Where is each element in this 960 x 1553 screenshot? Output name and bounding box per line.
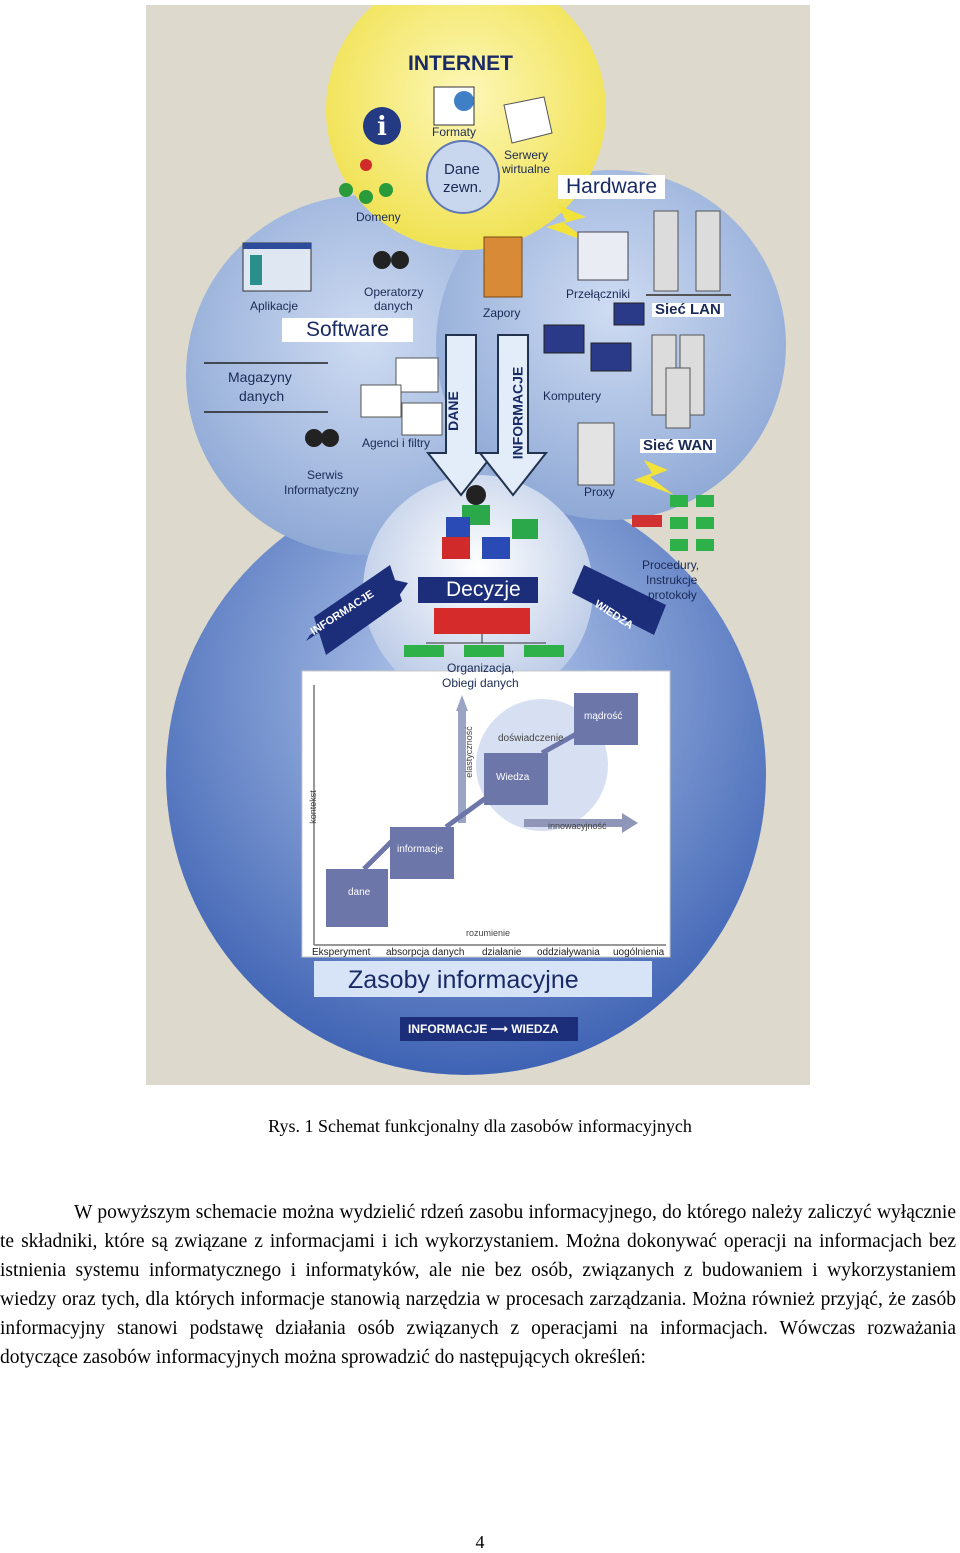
diagram-graphics: i [166,5,786,1075]
domeny-label: Domeny [356,210,401,224]
axis-label-absorpcja: absorpcja danych [386,947,465,958]
procedury-label-1: Procedury, [642,558,700,572]
org-chart-icon [434,608,530,634]
agenci-label: Agenci i filtry [362,436,431,450]
dane-zewn-label-1: Dane [444,161,480,178]
procedures-icon [632,515,662,527]
informacje-arrow-label: INFORMACJE [509,366,526,460]
organizacja-label-1: Organizacja, [447,661,515,675]
page-number: 4 [475,1532,485,1552]
domain-icon [360,159,372,171]
agent-doc-icon [395,357,439,393]
bottom-banner-label: INFORMACJE ⟶ WIEDZA [408,1022,559,1036]
serwery-label-1: Serwery [504,148,549,162]
newspaper-icon [503,96,553,144]
dane-box-label: dane [348,887,371,898]
svg-text:i: i [377,112,387,142]
paragraph-text: W powyższym schemacie można wydzielić rd… [0,1202,956,1368]
zapory-label: Zapory [483,306,521,320]
functional-diagram: i [146,5,810,1085]
siec-lan-label: Sieć LAN [652,302,724,317]
proxy-label: Proxy [584,485,615,499]
decyzje-label: Decyzje [446,578,521,601]
server-icon [653,210,679,292]
hardware-label: Hardware [558,175,666,199]
figure-caption: Rys. 1 Schemat funkcjonalny dla zasobów … [268,1116,692,1136]
innowacyjnosc-label: innowacyjność [548,821,607,831]
madrosc-box [574,693,638,745]
operatorzy-label-1: Operatorzy [364,285,424,299]
zasoby-banner [314,961,652,997]
body-paragraph: W powyższym schemacie można wydzielić rd… [0,1198,956,1372]
decision-people-icon [466,485,486,505]
axis-label-dzialanie: działanie [482,947,522,958]
decyzje-banner [418,577,538,603]
aplikacje-label: Aplikacje [250,299,299,313]
procedury-label-3: protokoły [648,588,697,602]
proxy-icon [577,422,615,486]
rozumienie-label: rozumienie [466,928,511,938]
axis-label-uogolnienia: uogólnienia [613,947,665,958]
service-people-icon [305,429,323,447]
zasoby-label: Zasoby informacyjne [348,966,579,994]
magazyny-label-1: Magazyny [228,369,292,385]
formaty-label: Formaty [432,125,477,139]
dane-box [326,869,388,927]
info-icon [363,107,401,145]
informacje-side-arrow [306,577,408,641]
siec-wan-label: Sieć WAN [640,438,717,453]
magazyny-label-2: danych [239,388,285,404]
operatorzy-label-2: danych [374,299,413,313]
organizacja-label-2: Obiegi danych [442,676,519,690]
firewall-icon [483,236,523,298]
przelaczniki-label: Przełączniki [566,287,631,301]
serwis-label-2: Informatyczny [284,483,359,497]
doswiadczenie-label: doświadczenie [498,733,564,744]
elastycznosc-label: elastyczność [463,726,474,778]
dane-zewn-label-2: zewn. [443,179,483,196]
komputery-label: Komputery [543,389,602,403]
serwis-label-1: Serwis [307,468,344,482]
informacje-arrow [477,334,549,497]
procedury-label-2: Instrukcje [646,573,698,587]
internet-label: INTERNET [408,52,513,75]
informacje-box [390,827,454,879]
dane-arrow-label: DANE [444,391,461,431]
wiedza-box-label: Wiedza [496,772,530,783]
dane-zewn-circle [426,140,500,214]
laptop-icon [543,324,585,354]
wiedza-box [484,753,548,805]
lightning-bolt [546,205,591,243]
switch-icon [577,231,629,281]
software-label: Software [282,318,413,342]
axis-label-eksperyment: Eksperyment [312,947,371,958]
serwery-label-2: wirtualne [502,162,551,176]
informacje-box-label: informacje [397,844,444,855]
axis-label-oddzialywania: oddziaływania [537,947,600,958]
bottom-banner [400,1017,578,1041]
dane-arrow [425,334,497,497]
kontekst-label: kontekst [307,790,318,824]
operators-icon [373,251,391,269]
lightning-bolt [634,460,674,495]
wiedza-side-arrow [572,565,666,635]
madrosc-label: mądrość [584,711,623,722]
internet-circle [326,5,606,250]
